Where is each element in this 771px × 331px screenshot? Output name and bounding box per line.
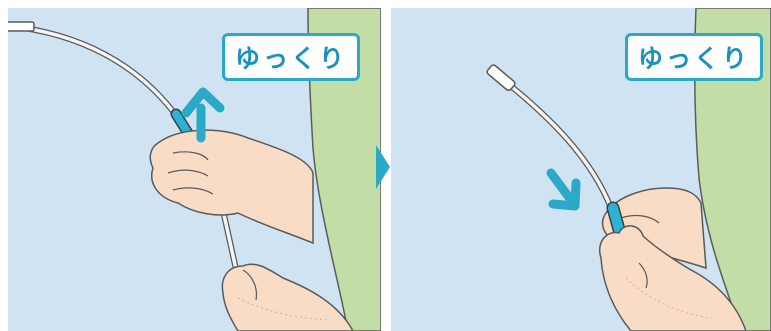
tube-upper-outline — [8, 26, 178, 118]
next-step-arrow-icon — [376, 145, 390, 189]
tube-upper — [8, 26, 178, 118]
arrow-down-icon — [551, 173, 576, 206]
step-panel-left: ゆっくり — [8, 8, 381, 331]
tube-tip — [8, 22, 34, 31]
tube-tip-right — [486, 64, 516, 92]
hand-upper — [150, 130, 313, 243]
tube-right — [501, 78, 611, 208]
hand-lower — [222, 264, 353, 331]
tube-outline-right — [501, 78, 611, 208]
step-panel-right: ゆっくり — [391, 8, 771, 331]
slowly-label: ゆっくり — [222, 33, 360, 81]
slowly-label-right: ゆっくり — [625, 33, 763, 81]
